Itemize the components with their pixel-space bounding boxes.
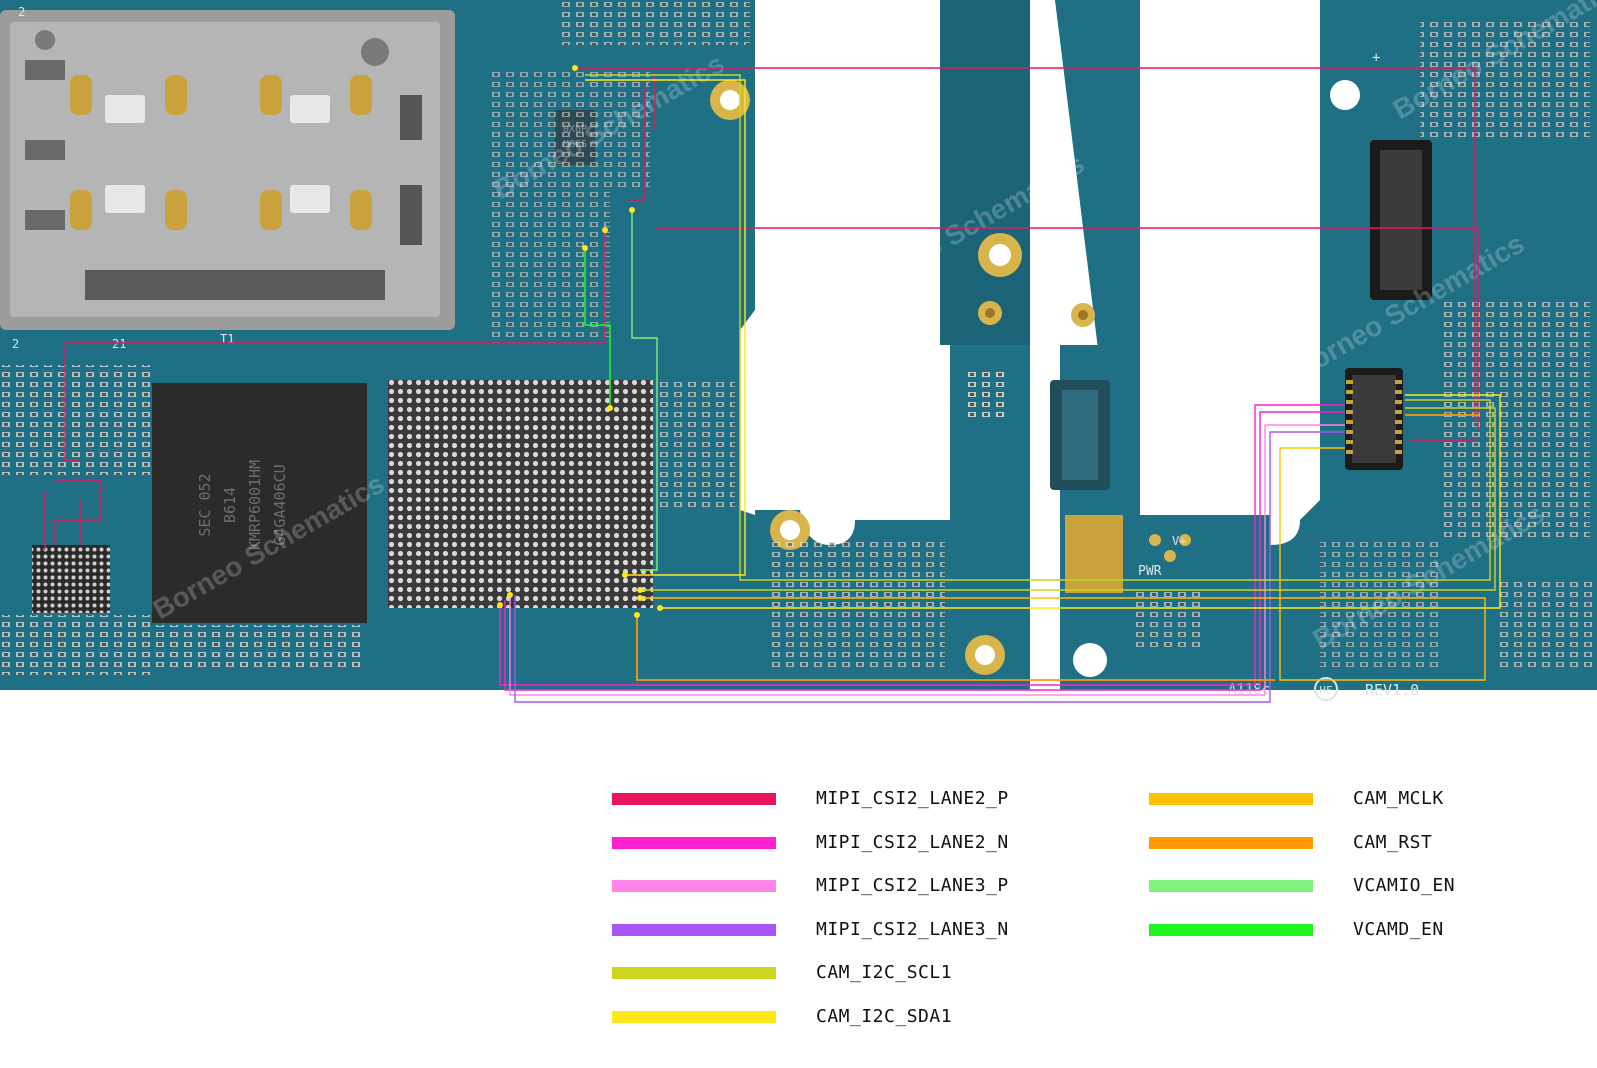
trace-sda [585,79,1501,609]
silk-num-21: 21 [112,337,126,351]
trace-rst [636,414,1480,681]
silk-rev: REV1.0 [1365,681,1419,699]
trace-lane2-p [44,67,1479,550]
trace-lane3-n [514,431,1345,703]
btb-connector [1370,140,1432,300]
camera-connector [1345,368,1403,470]
pmic-bga [32,545,110,613]
trace-pads [497,65,663,618]
trace-vcamd [584,248,611,408]
memory-chip-line-3: KMRP6001HM [246,460,264,550]
silk-hf: HF [1319,684,1332,697]
memory-chip-line-1: SEC 052 [196,473,214,536]
trace-vcamio [631,210,658,571]
sim-tray-shield [0,10,455,330]
flex-connector [1050,380,1110,490]
silk-pwr: PWR [1138,564,1162,579]
trace-lane3-p [509,424,1345,696]
memory-chip: SEC 052 B614 KMRP6001HM G4GA406CU [152,383,367,623]
smd-components [0,0,1597,675]
cpu-bga [388,380,653,608]
memory-chip-line-2: B614 [221,487,239,523]
memory-chip-line-4: G4GA406CU [271,464,289,545]
silk-num-2a: 2 [18,5,25,19]
trace-scl [585,74,1496,591]
trace-mclk [640,447,1486,681]
silk-t1: T1 [220,332,234,346]
silk-plus: + [1372,50,1380,66]
silk-num-2b: 2 [12,337,19,351]
silk-vplus: V+ [1172,534,1186,548]
trace-lane2-n [499,404,1345,691]
